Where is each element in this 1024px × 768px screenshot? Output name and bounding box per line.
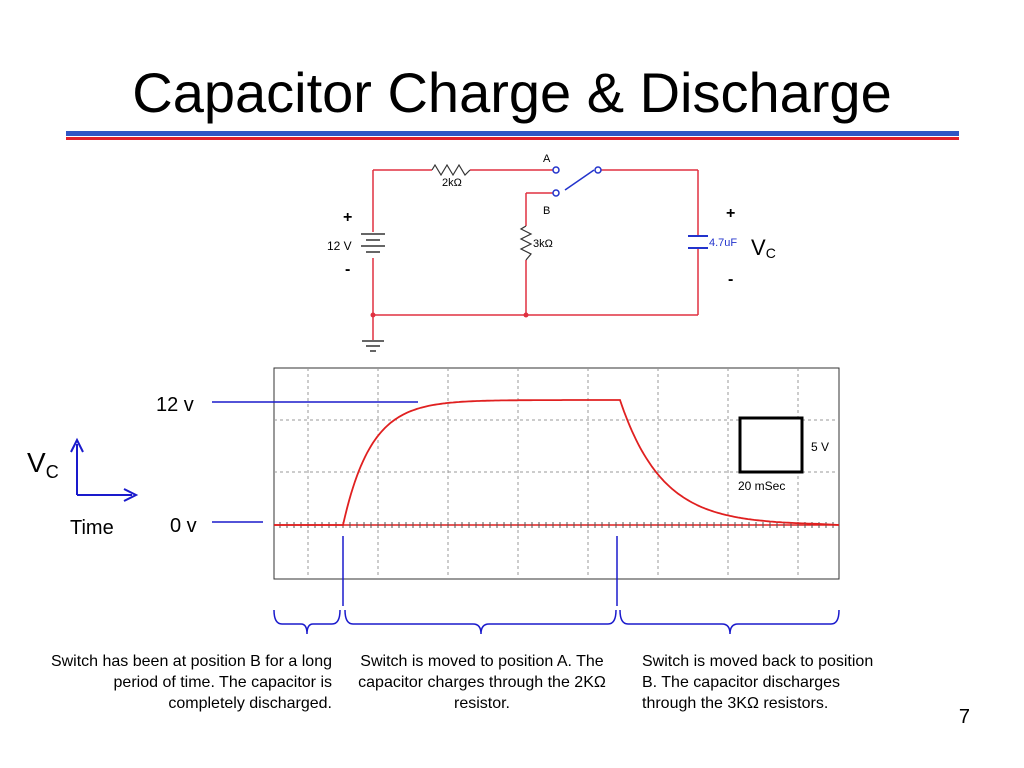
capacitor-label: 4.7uF [709, 237, 737, 249]
title-rule-red [66, 137, 959, 140]
phase-brackets [273, 609, 840, 635]
switch-position-b: B [543, 205, 550, 217]
resistor-2k-label: 2kΩ [442, 177, 462, 189]
capacitor-voltage-trace [274, 399, 840, 526]
page-number: 7 [958, 706, 970, 728]
vc-label-circuit: VC [751, 235, 776, 261]
caption-initial-state: Switch has been at position B for a long… [50, 653, 332, 712]
axis-vc-label: VC [27, 447, 59, 482]
label-0v: 0 v [170, 515, 197, 537]
vc-minus-sign: - [728, 271, 733, 288]
scale-volts-label: 5 V [811, 440, 829, 454]
caption-charging: Switch is moved to position A. The capac… [358, 653, 606, 712]
axis-indicator [70, 437, 139, 502]
junction-dots [370, 312, 529, 318]
spdt-switch [552, 166, 602, 197]
circuit-schematic: + 12 V - 2kΩ A B 3kΩ 4.7uF + VC - [327, 153, 776, 352]
scale-time-label: 20 mSec [738, 479, 785, 493]
source-voltage-label: 12 V [327, 239, 352, 253]
source-minus-sign: - [345, 261, 350, 278]
axis-vc-main: V [27, 447, 46, 478]
switch-position-a: A [543, 153, 551, 165]
vc-plus-sign: + [726, 205, 735, 222]
circuit-wires [372, 169, 699, 340]
resistor-2k-symbol [431, 163, 471, 177]
source-plus-sign: + [343, 209, 352, 226]
capacitor-symbol [688, 235, 708, 249]
ground-symbol [362, 340, 384, 352]
axis-vc-sub: C [46, 462, 59, 482]
baseline-ticks [279, 522, 834, 528]
vc-label-circuit-main: V [751, 235, 766, 260]
event-markers [342, 536, 618, 606]
scope-diagram: 5 V 20 mSec 12 v 0 v VC Time [27, 367, 840, 635]
battery-symbol [361, 233, 385, 253]
label-12v: 12 v [156, 394, 194, 416]
title-rule-blue [66, 131, 959, 136]
resistor-3k-label: 3kΩ [533, 238, 553, 250]
scale-box [738, 416, 804, 474]
axis-time-label: Time [70, 517, 114, 539]
resistor-3k-symbol [519, 225, 533, 261]
slide-title: Capacitor Charge & Discharge [132, 61, 892, 124]
caption-discharging: Switch is moved back to position B. The … [642, 653, 874, 712]
vc-label-circuit-sub: C [766, 245, 776, 261]
